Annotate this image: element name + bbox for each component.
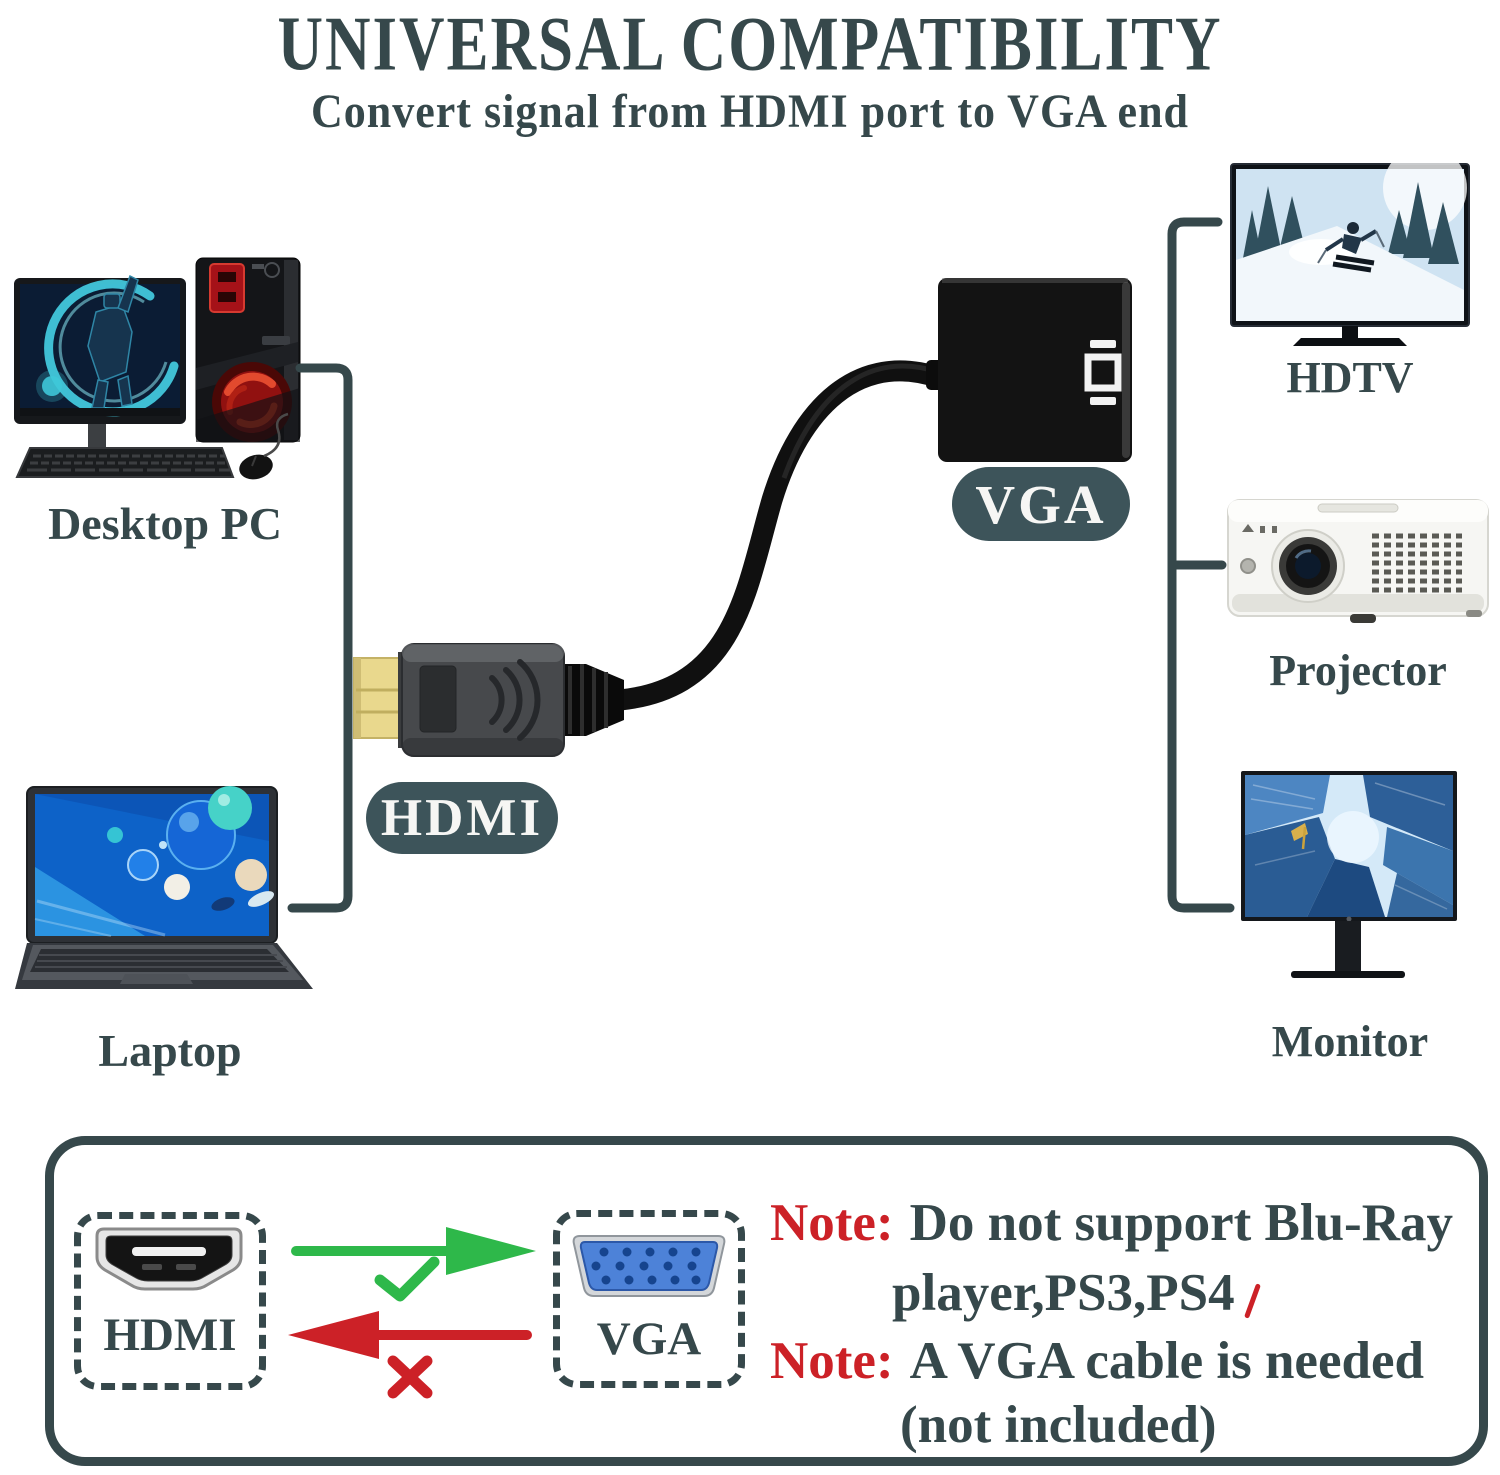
check-icon [374, 1256, 440, 1302]
page-title: UNIVERSAL COMPATIBILITY [277, 1, 1223, 87]
note-2-line2: (not included) [900, 1396, 1217, 1454]
cross-icon [387, 1355, 433, 1399]
hdmi-plug [353, 643, 624, 757]
hdtv-image [1230, 158, 1470, 346]
projector-label: Projector [1269, 646, 1447, 695]
compatibility-box [45, 1136, 1488, 1466]
skyscrapers [1245, 775, 1453, 917]
monitor-label: Monitor [1271, 1017, 1429, 1066]
green-arrow-right-icon [291, 1227, 536, 1275]
projector-image [1227, 499, 1489, 623]
bubbles [107, 786, 275, 911]
connection-bracket-left [287, 363, 353, 913]
desktop-pc-image [14, 257, 301, 480]
strain-relief [558, 664, 624, 736]
keyboard [15, 447, 235, 478]
vga-port-label: VGA [596, 1313, 702, 1365]
lens [1271, 529, 1345, 603]
hdmi-port-icon [95, 1227, 243, 1291]
note-2: Note: A VGA cable is needed [770, 1332, 1424, 1390]
laptop-label: Laptop [98, 1025, 242, 1076]
note-2-text: A VGA cable is needed [909, 1332, 1424, 1390]
note-1-line2: player,PS3,PS4 [892, 1264, 1235, 1322]
desktop-pc-label: Desktop PC [48, 498, 282, 549]
vga-port-icon-on-adapter [1084, 340, 1122, 405]
red-arrow-left-icon [288, 1311, 532, 1359]
skier [1317, 222, 1385, 273]
tower [195, 257, 301, 443]
vga-dashed-box [553, 1210, 745, 1388]
mouse [239, 412, 289, 480]
robot-figure [87, 274, 139, 409]
adapter-cable [609, 360, 951, 711]
note-1-prefix: Note: [770, 1194, 894, 1252]
vga-tag: VGA [952, 467, 1130, 541]
note-1-text: Do not support Blu-Ray [909, 1194, 1453, 1252]
page-subtitle: Convert signal from HDMI port to VGA end [310, 85, 1190, 138]
note-1: Note: Do not support Blu-Ray [770, 1194, 1453, 1252]
hdmi-port-label: HDMI [103, 1309, 237, 1361]
note-2-prefix: Note: [770, 1332, 894, 1390]
monitor-image [1241, 771, 1457, 978]
hdtv-label: HDTV [1286, 353, 1414, 402]
laptop-image [15, 786, 313, 989]
hdmi-dashed-box [74, 1212, 266, 1390]
vga-adapter-body [926, 278, 1132, 462]
hdmi-tag: HDMI [366, 782, 558, 854]
vent-grid [1372, 533, 1462, 593]
vga-port-icon [572, 1235, 726, 1297]
top-marks [1242, 524, 1277, 533]
